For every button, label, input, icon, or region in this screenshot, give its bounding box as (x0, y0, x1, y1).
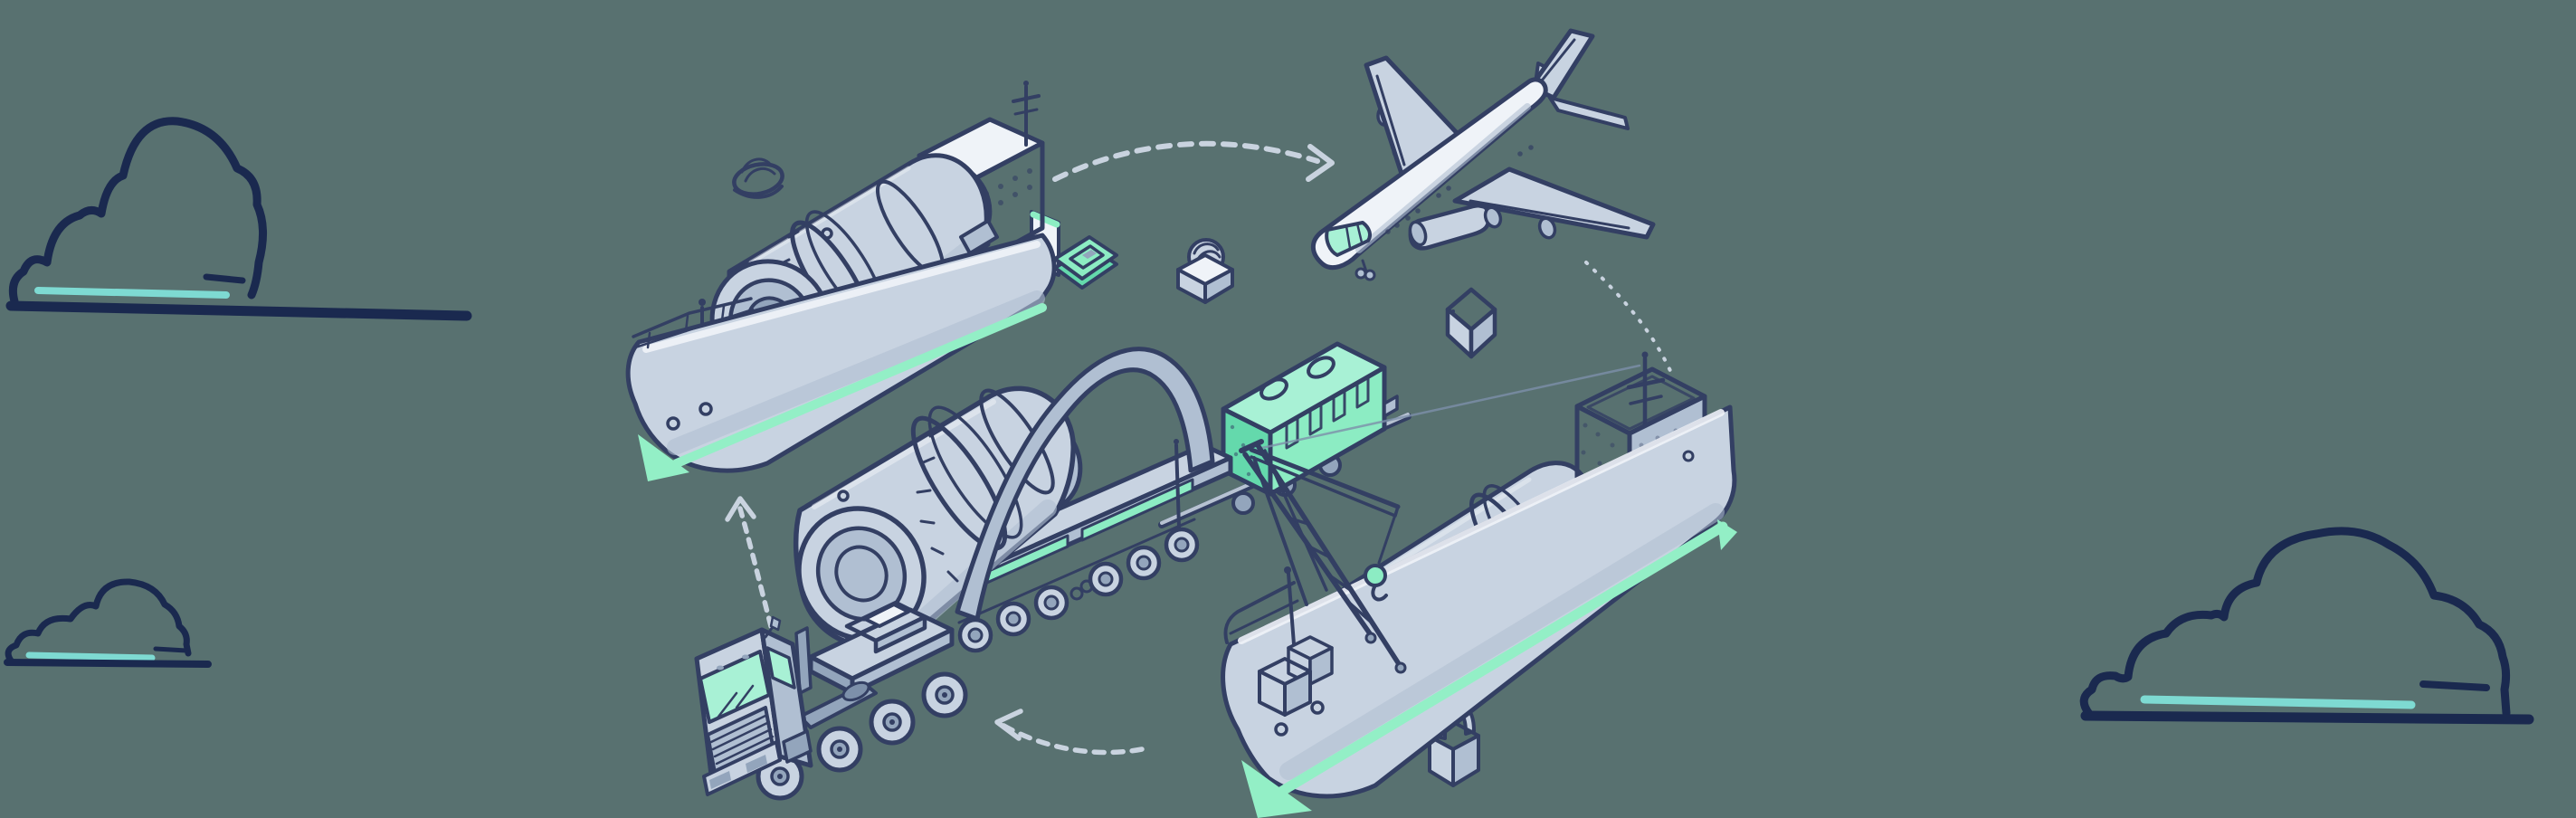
porthole (666, 416, 680, 431)
fuselage (1310, 77, 1548, 271)
hull-shade (1279, 503, 1725, 780)
cloud-right (2079, 527, 2534, 725)
marker-light (742, 654, 749, 660)
deck-cubes (1258, 635, 1334, 717)
bow-mint-wedge (1241, 760, 1312, 818)
porthole (699, 402, 713, 416)
cloud-teal-underline (2140, 695, 2416, 709)
roof-hatch (1259, 377, 1288, 401)
cloud-outline (2079, 527, 2511, 718)
wheel (995, 601, 1031, 637)
cloud-baseline (4, 659, 212, 668)
fifth-wheel (841, 680, 870, 702)
route-arrows (725, 140, 1674, 756)
wheel (816, 726, 863, 773)
crane-hook-ball (1364, 564, 1387, 587)
cloud-small-left (4, 578, 212, 668)
crane-boom (1249, 447, 1401, 509)
bow-mint-wedge (638, 434, 689, 481)
fuselage-windows (1385, 145, 1534, 234)
near-stabilizer (1548, 96, 1630, 130)
mirror (769, 615, 782, 632)
cloud-teal-underline (34, 287, 230, 299)
cloud-outline (5, 578, 192, 664)
porthole (1682, 450, 1695, 462)
near-engine (1537, 216, 1557, 240)
wheel (1088, 561, 1124, 597)
arrow-ship-to-plane (1052, 140, 1335, 182)
crane-hook (1371, 584, 1388, 602)
bridge-roof (1574, 366, 1707, 436)
crane-cable (1377, 510, 1398, 565)
nose-gear (1355, 259, 1376, 281)
arrowhead-icon (725, 496, 756, 522)
heavy-haul-truck (694, 347, 1233, 801)
porthole (1274, 722, 1288, 737)
bow-railing (632, 297, 755, 349)
wheel (1033, 585, 1069, 621)
stern-mint-wedge (1717, 519, 1737, 550)
cloud-left (5, 117, 472, 321)
wipers (717, 684, 755, 718)
near-wing (1452, 166, 1656, 240)
hull-mint-shadow (1274, 521, 1728, 798)
bow-railing (1223, 581, 1299, 644)
trailer-wheels (957, 527, 1200, 653)
hull (625, 233, 1057, 473)
bridge-mast (1012, 81, 1041, 147)
trailer-mint-panel (1080, 478, 1194, 542)
wheel (1164, 527, 1200, 563)
cargo-ship-with-crane (1221, 351, 1737, 818)
dome-crate (1176, 238, 1234, 304)
cloud-baseline (5, 300, 472, 321)
arrow-plane-to-ship (1584, 261, 1674, 376)
cloud-dash (153, 646, 189, 653)
porthole (1310, 700, 1325, 715)
hull-shade (667, 290, 1045, 455)
arrowhead-icon (1306, 144, 1335, 182)
side-window (765, 646, 796, 690)
turbine-end-block (959, 219, 999, 255)
lattice-rungs (1269, 489, 1375, 626)
deck-stripe (642, 241, 1041, 353)
stay-line (1256, 364, 1641, 451)
roof-hatch (1307, 356, 1336, 379)
arrow-truck-to-ship (725, 496, 774, 629)
cloud-dash (203, 273, 246, 284)
cargo-plane (1310, 28, 1656, 281)
cloud-baseline (2080, 710, 2534, 725)
rope-coil (732, 157, 784, 199)
cloud-teal-underline (25, 652, 156, 661)
wheel (1126, 545, 1162, 581)
deckhouse-mint-edge (1030, 211, 1060, 228)
lifting-hoop (955, 347, 1215, 622)
collar-bolts (916, 428, 959, 583)
arrowhead-icon (994, 709, 1023, 741)
frame-label (1082, 250, 1097, 259)
bow-mast (1287, 572, 1296, 646)
drive-wheels (816, 671, 968, 773)
marker-light (717, 665, 724, 671)
wheel (957, 617, 993, 653)
cube-package (1445, 287, 1497, 359)
hull-mint-shadow (672, 303, 1047, 468)
railcar-roof (1221, 341, 1387, 435)
derrick-crane (1239, 364, 1641, 674)
cloud-outline (8, 117, 268, 306)
fuel-tank (782, 729, 813, 764)
arrow-ship-to-truck (994, 709, 1145, 756)
truck-cab (694, 615, 813, 801)
railcar-wheel (1231, 491, 1255, 515)
mint-frame-package (1053, 235, 1118, 290)
deck-stripe (1238, 409, 1725, 644)
turbine-collar (910, 415, 1008, 551)
cloud-dash (2419, 680, 2490, 691)
near-engine (1483, 205, 1503, 229)
gooseneck (808, 600, 955, 696)
wheel (869, 699, 916, 746)
coupler (1383, 395, 1399, 418)
wheel (921, 671, 968, 718)
cargo-ship-with-turbine (625, 81, 1060, 481)
